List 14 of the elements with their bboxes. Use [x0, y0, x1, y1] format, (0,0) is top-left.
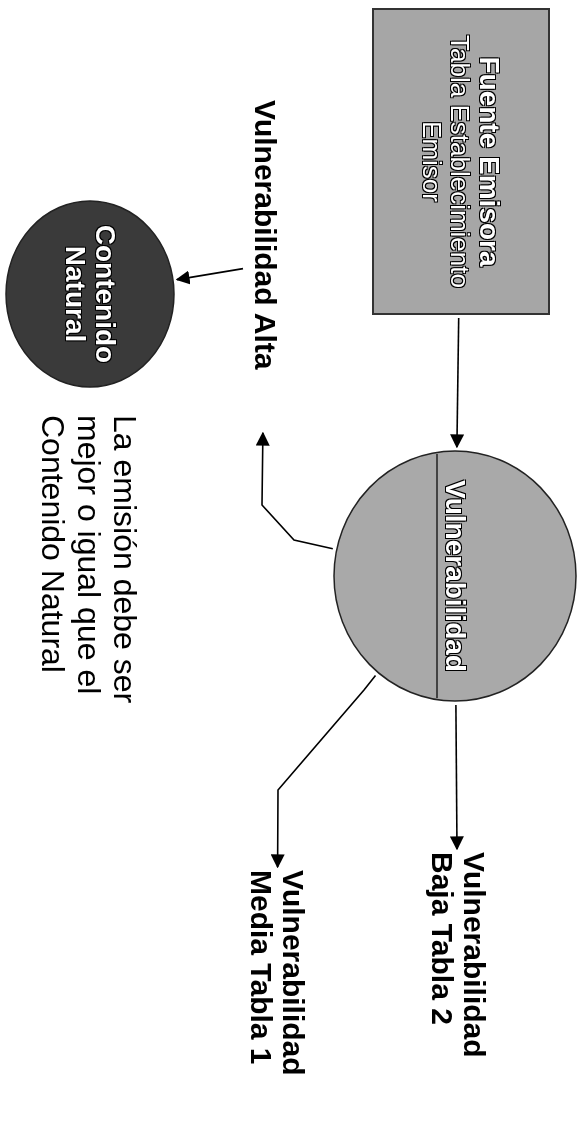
arrow	[449, 704, 464, 851]
note-text: La emisión debe ser mejor o igual que el Contenido Natural	[34, 415, 142, 706]
arrow	[175, 267, 244, 285]
node-label: Vulnerabilidad Media Tabla 1	[244, 870, 310, 1078]
circle-label: Vulnerabilidad	[439, 479, 471, 674]
arrow	[270, 674, 377, 869]
circle-label: Contenido Natural	[59, 223, 121, 366]
node-label: Vulnerabilidad Alta	[248, 100, 282, 372]
source-box	[372, 8, 550, 315]
arrow	[450, 317, 465, 449]
node-label: Vulnerabilidad Baja Tabla 2	[425, 852, 491, 1060]
arrow	[255, 431, 334, 550]
box-heading: Fuente Emisora	[473, 55, 505, 269]
box-text: Tabla Establecimiento Emisor	[417, 34, 474, 290]
